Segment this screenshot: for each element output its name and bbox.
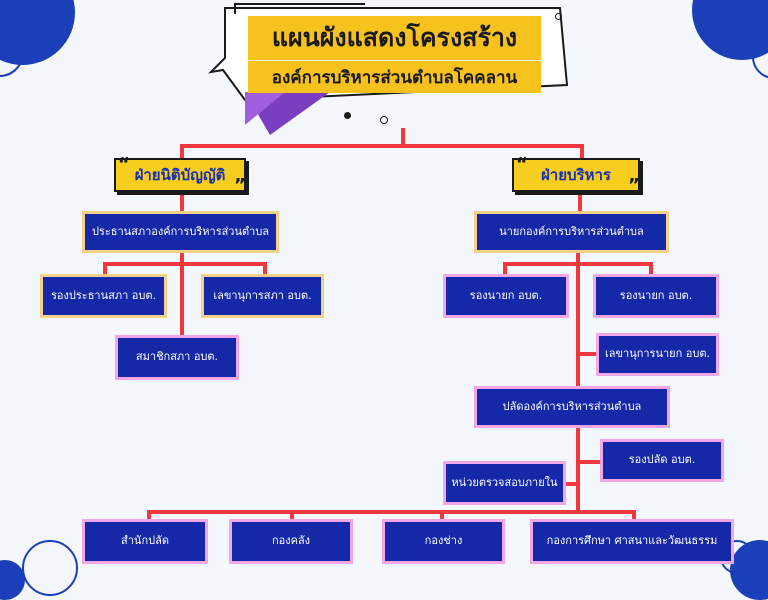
executive-clerk-box: ปลัดองค์การบริหารส่วนตำบล [474, 386, 670, 428]
executive-open-quote: “ [516, 154, 528, 175]
decor-dot-1 [344, 112, 351, 119]
legislative-vice-chair-box: รองประธานสภา อบต. [40, 274, 167, 318]
connector-top-bar [180, 144, 584, 148]
connector-audit [564, 482, 578, 486]
executive-deputy-clerk-box: รองปลัด อบต. [600, 439, 724, 482]
connector-dept-2 [290, 510, 294, 520]
connector-dept-1 [147, 510, 151, 520]
executive-close-quote: ” [628, 175, 640, 196]
connector-clerk-spine [576, 428, 580, 513]
corner-ring-bottom-left [22, 540, 78, 596]
connector-exec-secretary [576, 352, 598, 356]
connector-exec-right-drop [649, 262, 653, 274]
department-box-4: กองการศึกษา ศาสนาและวัฒนธรรม [530, 519, 734, 564]
connector-dept-3 [440, 510, 444, 520]
connector-title-stem [401, 128, 405, 146]
department-box-1: สำนักปลัด [82, 519, 208, 564]
legislative-open-quote: “ [118, 154, 130, 175]
executive-deputy-mayor-box-1: รองนายก อบต. [443, 274, 569, 318]
executive-mayor-box: นายกองค์การบริหารส่วนตำบล [474, 211, 669, 253]
executive-secretary-box: เลขานุการนายก อบต. [596, 333, 719, 376]
legislative-chair-box: ประธานสภาองค์การบริหารส่วนตำบล [82, 211, 279, 253]
department-box-3: กองช่าง [382, 519, 505, 564]
title-line-2: องค์การบริหารส่วนตำบลโคคลาน [248, 61, 541, 93]
legislative-secretary-box: เลขานุการสภา อบต. [201, 274, 324, 318]
connector-dept-bar [147, 510, 636, 514]
connector-exec-left-drop [503, 262, 507, 274]
connector-deputy-clerk [576, 460, 600, 464]
legislative-member-box: สมาชิกสภา อบต. [115, 335, 239, 380]
connector-exec-spine [576, 253, 580, 388]
connector-leg-bar [103, 262, 267, 266]
legislative-close-quote: ” [234, 175, 246, 196]
legislative-branch-label: ฝ่ายนิติบัญญัติ [114, 158, 246, 192]
connector-leg-right-drop [263, 262, 267, 274]
connector-right-down [580, 144, 584, 160]
connector-leg-head-stem [180, 253, 184, 335]
connector-exec-label-to-head [578, 195, 582, 213]
decor-dot-3 [555, 13, 562, 20]
connector-leg-label-to-head [180, 195, 184, 213]
title-line-1: แผนผังแสดงโครงสร้าง [248, 16, 541, 60]
internal-audit-box: หน่วยตรวจสอบภายใน [443, 461, 566, 505]
department-box-2: กองคลัง [229, 519, 353, 564]
executive-deputy-mayor-box-2: รองนายก อบต. [593, 274, 719, 318]
connector-exec-bar [503, 262, 653, 266]
connector-leg-left-drop [103, 262, 107, 274]
connector-left-down [180, 144, 184, 160]
connector-dept-4 [632, 510, 636, 520]
executive-branch-label: ฝ่ายบริหาร [512, 158, 640, 192]
decor-dot-2 [380, 116, 388, 124]
